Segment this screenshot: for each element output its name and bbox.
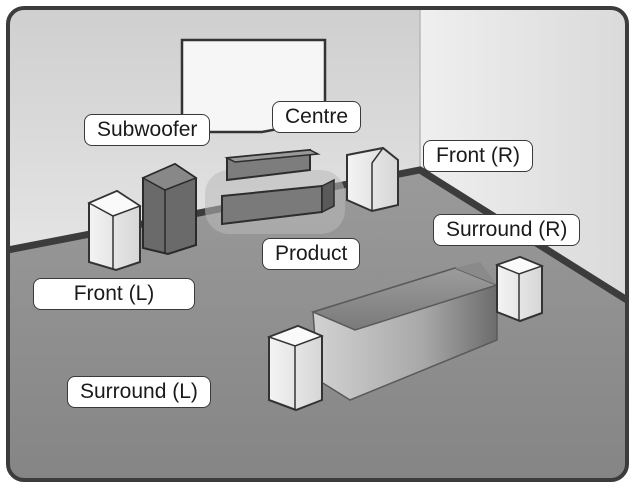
centre-label: Centre: [272, 101, 362, 133]
front-left-label: Front (L): [33, 278, 195, 310]
centre-speaker: [346, 146, 399, 213]
subwoofer-label: Subwoofer: [84, 114, 211, 146]
surround-right-label: Surround (R): [433, 214, 581, 246]
product-unit: [221, 148, 335, 226]
surround-right-speaker: [494, 255, 545, 323]
product-label: Product: [262, 238, 361, 270]
room-frame: [6, 6, 629, 482]
front-right-label: Front (R): [423, 140, 533, 172]
front-left-speaker: [87, 189, 142, 272]
surround-left-speaker: [266, 324, 325, 412]
subwoofer-speaker: [141, 162, 198, 256]
surround-left-label: Surround (L): [67, 376, 211, 408]
